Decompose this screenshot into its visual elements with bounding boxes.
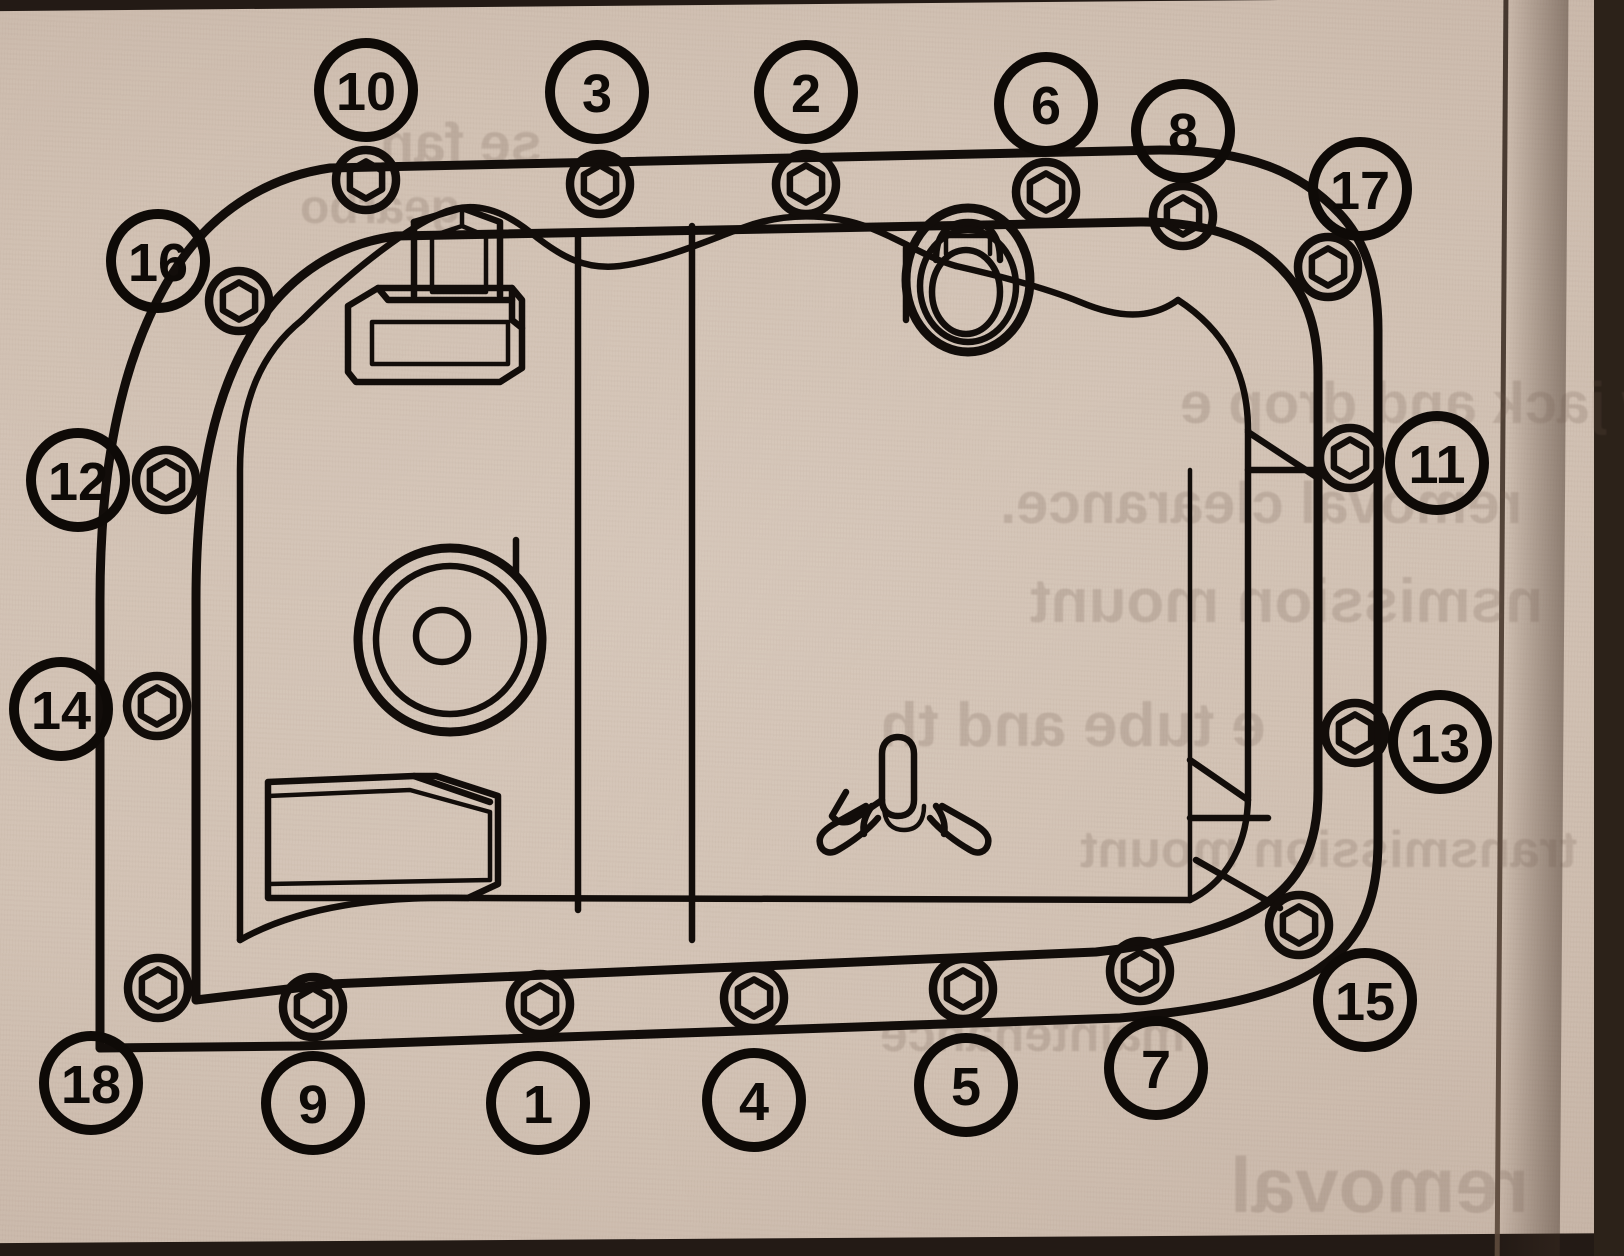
callout-number-9: 9	[298, 1075, 328, 1135]
pan-floor-ribs	[574, 222, 1193, 944]
bolt-symbol-13	[1320, 698, 1390, 768]
bolt-symbol-17	[1293, 232, 1363, 302]
callout-number-6: 6	[1031, 76, 1061, 136]
bolt-symbol-14	[122, 671, 192, 741]
callout-8: 8	[1131, 79, 1235, 183]
bolt-symbol-16	[204, 266, 274, 336]
bolt-symbol-18	[123, 953, 193, 1023]
lower-left-boss	[264, 772, 502, 902]
callout-12: 12	[26, 428, 130, 532]
callout-13: 13	[1388, 690, 1492, 794]
callout-number-3: 3	[582, 64, 612, 124]
callout-number-8: 8	[1168, 103, 1198, 163]
callout-number-16: 16	[128, 233, 188, 293]
pan-body-floor-outline	[236, 296, 1252, 944]
callout-6: 6	[994, 52, 1098, 156]
callout-number-5: 5	[951, 1057, 981, 1117]
bolt-symbol-5	[928, 954, 998, 1024]
bolt-symbol-1	[505, 969, 575, 1039]
callout-number-1: 1	[523, 1075, 553, 1135]
callout-10: 10	[314, 38, 418, 142]
oil-tube-boss	[901, 203, 1035, 357]
callout-7: 7	[1104, 1016, 1208, 1120]
callout-17: 17	[1308, 137, 1412, 241]
pan-right-gussets	[1186, 428, 1322, 912]
callout-number-13: 13	[1410, 714, 1470, 774]
callout-15: 15	[1313, 948, 1417, 1052]
bolt-symbol-7	[1105, 936, 1175, 1006]
callout-number-11: 11	[1408, 435, 1465, 495]
callout-16: 16	[106, 209, 210, 313]
bolt-symbol-3	[565, 149, 635, 219]
bolt-symbol-6	[1011, 157, 1081, 227]
callout-number-2: 2	[791, 64, 821, 124]
pan-inner-flange-outline	[191, 217, 1323, 1005]
drain-plug-boss	[353, 536, 547, 737]
callout-11: 11	[1385, 411, 1489, 515]
callout-number-18: 18	[61, 1055, 121, 1115]
callout-18: 18	[39, 1031, 143, 1135]
oil-pump-boss	[344, 204, 526, 386]
bolt-symbol-12	[131, 445, 201, 515]
callout-5: 5	[914, 1033, 1018, 1137]
photo-border-right	[1594, 0, 1624, 1256]
callout-number-4: 4	[739, 1072, 769, 1132]
callout-number-10: 10	[336, 62, 396, 122]
callout-number-14: 14	[31, 681, 91, 741]
callout-number-15: 15	[1335, 972, 1395, 1032]
bolt-symbol-9	[278, 972, 348, 1042]
bolt-symbol-11	[1315, 423, 1385, 493]
callout-number-7: 7	[1141, 1040, 1171, 1100]
callout-4: 4	[702, 1048, 806, 1152]
bolt-symbol-4	[719, 963, 789, 1033]
callout-2: 2	[754, 40, 858, 144]
callout-3: 3	[545, 40, 649, 144]
three-prong-drain-fitting	[816, 733, 992, 856]
callout-number-12: 12	[48, 452, 108, 512]
callout-9: 9	[261, 1051, 365, 1155]
bolt-symbol-10	[331, 145, 401, 215]
callout-14: 14	[9, 657, 113, 761]
callout-1: 1	[486, 1051, 590, 1155]
callout-number-17: 17	[1330, 161, 1390, 221]
bolt-symbol-8	[1148, 181, 1218, 251]
bolt-symbol-2	[771, 149, 841, 219]
bolt-symbol-15	[1264, 890, 1334, 960]
bolt-symbol-group	[122, 145, 1390, 1042]
